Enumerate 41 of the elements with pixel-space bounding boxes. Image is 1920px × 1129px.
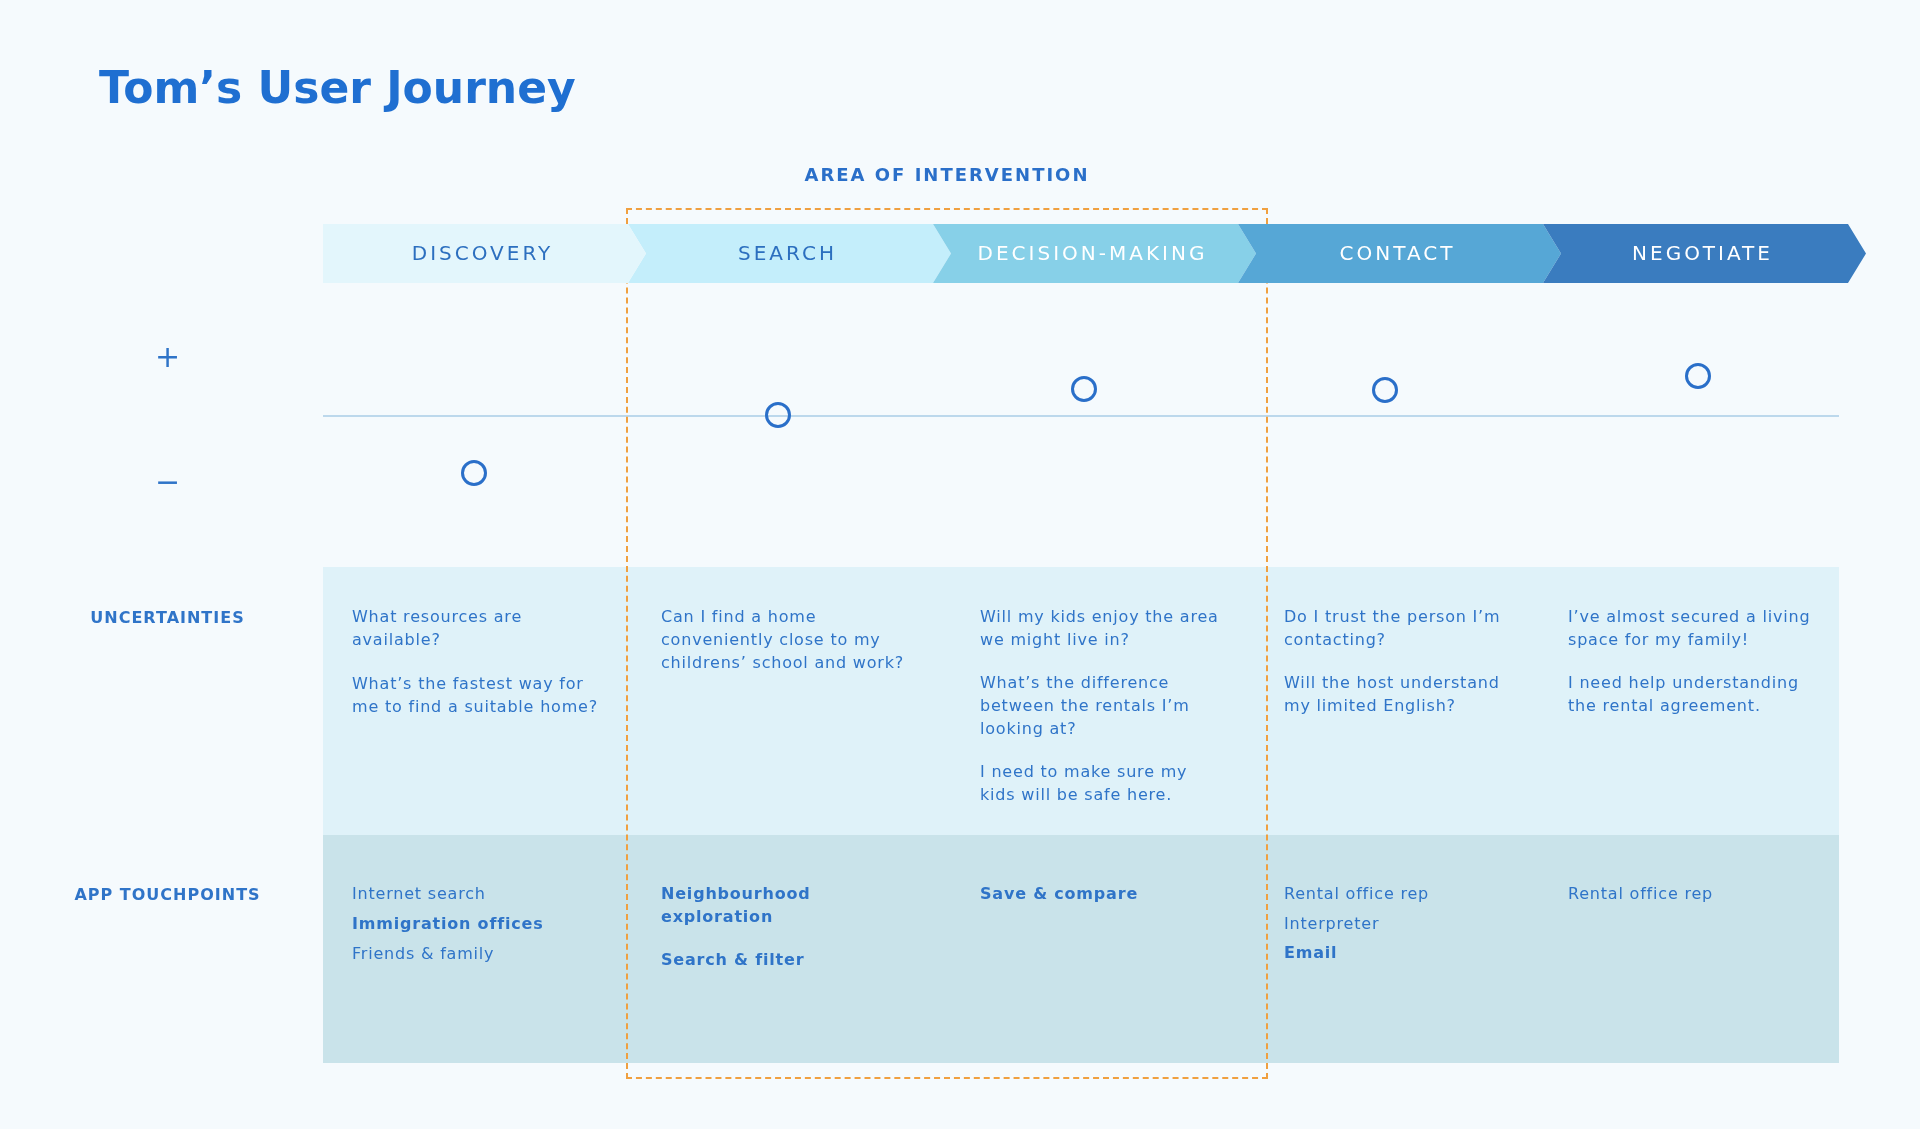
phase-label: DISCOVERY: [410, 241, 555, 265]
phase-banner: [1543, 224, 1866, 283]
rating-circle: [1071, 376, 1097, 402]
row-heading: UNCERTAINTIES: [89, 607, 246, 629]
question-text: Will the host understand my limited English?: [1284, 672, 1501, 717]
question-text: What’s the fastest way for me to find a suitable home?: [352, 673, 598, 718]
touchpoint-text: Neighbourhood exploration: [661, 883, 812, 928]
phase-label: NEGOTIATE: [1631, 241, 1774, 265]
question-text: Can I find a home conveniently close to my childrens’ school and work?: [661, 606, 906, 674]
title: Tom’s User Journey: [99, 62, 576, 113]
row-heading: APP TOUCHPOINTS: [73, 884, 262, 906]
rating-circle: [1372, 377, 1398, 403]
touchpoint-text: Email: [1284, 942, 1339, 964]
plus-sign: +: [153, 345, 183, 368]
rating-circle: [461, 460, 487, 486]
phase-label: SEARCH: [737, 241, 838, 265]
question-text: What resources are available?: [352, 606, 524, 651]
phase-label: CONTACT: [1338, 241, 1457, 265]
question-text: I’ve almost secured a living space for my family!: [1568, 606, 1812, 651]
phase-banner: [323, 224, 646, 283]
question-text: I need help understanding the rental agreement.: [1568, 672, 1800, 717]
question-text: I need to make sure my kids will be safe here.: [980, 761, 1189, 806]
touchpoint-text: Rental office rep: [1568, 883, 1715, 905]
question-text: What’s the difference between the rentals I’m looking at?: [980, 672, 1191, 740]
phase-banner: [628, 224, 951, 283]
question-text: Will my kids enjoy the area we might live in?: [980, 606, 1220, 651]
touchpoint-text: Save & compare: [980, 883, 1140, 905]
phase-banner: [1238, 224, 1561, 283]
touchpoint-text: Interpreter: [1284, 913, 1381, 935]
phase-label: DECISION-MAKING: [976, 241, 1209, 265]
touchpoint-text: Search & filter: [661, 949, 806, 971]
rating-circle: [1685, 363, 1711, 389]
touchpoint-text: Rental office rep: [1284, 883, 1431, 905]
question-text: Do I trust the person I’m contacting?: [1284, 606, 1502, 651]
minus-sign: −: [153, 470, 183, 493]
area-heading: AREA OF INTERVENTION: [803, 164, 1091, 185]
rating-circle: [765, 402, 791, 428]
touchpoint-text: Immigration offices: [352, 913, 545, 935]
touchpoint-text: Internet search: [352, 883, 487, 905]
touchpoint-text: Friends & family: [352, 943, 496, 965]
phase-banner: [933, 224, 1256, 283]
